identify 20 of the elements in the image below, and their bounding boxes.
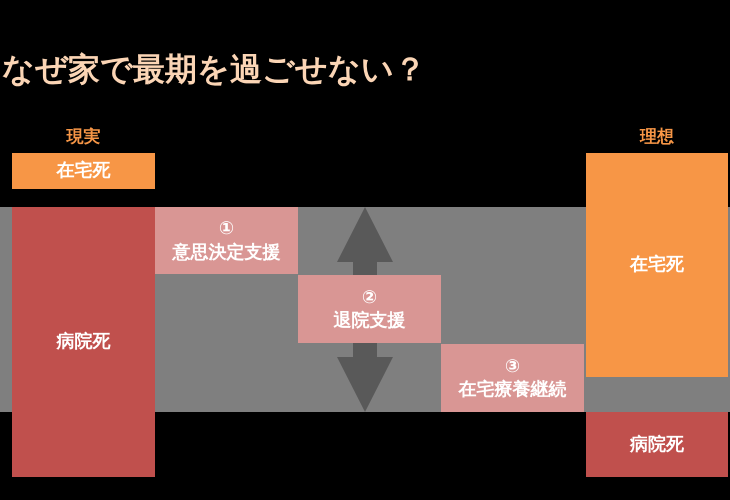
step-box: [155, 207, 298, 274]
box-label: 在宅死: [56, 159, 110, 183]
outcome-box: [12, 153, 155, 189]
step-box: [298, 275, 441, 343]
box-label: 病院死: [630, 432, 684, 456]
step-number: ①: [218, 217, 234, 240]
box-label: 在宅死: [630, 253, 684, 277]
step-number: ②: [362, 286, 378, 309]
box-label: 在宅療養継続: [458, 378, 566, 402]
column-heading: 現実: [65, 126, 102, 148]
box-label: 意思決定支援: [172, 240, 280, 264]
title: なぜ家で最期を過ごせない？: [2, 49, 426, 90]
box-label: 病院死: [56, 330, 110, 354]
outcome-box: [12, 207, 155, 477]
column-heading: 理想: [638, 126, 675, 148]
step-box: [441, 344, 584, 412]
box-label: 退院支援: [334, 309, 406, 332]
outcome-box: [586, 153, 728, 377]
step-number: ③: [504, 354, 520, 378]
outcome-box: [586, 412, 728, 477]
